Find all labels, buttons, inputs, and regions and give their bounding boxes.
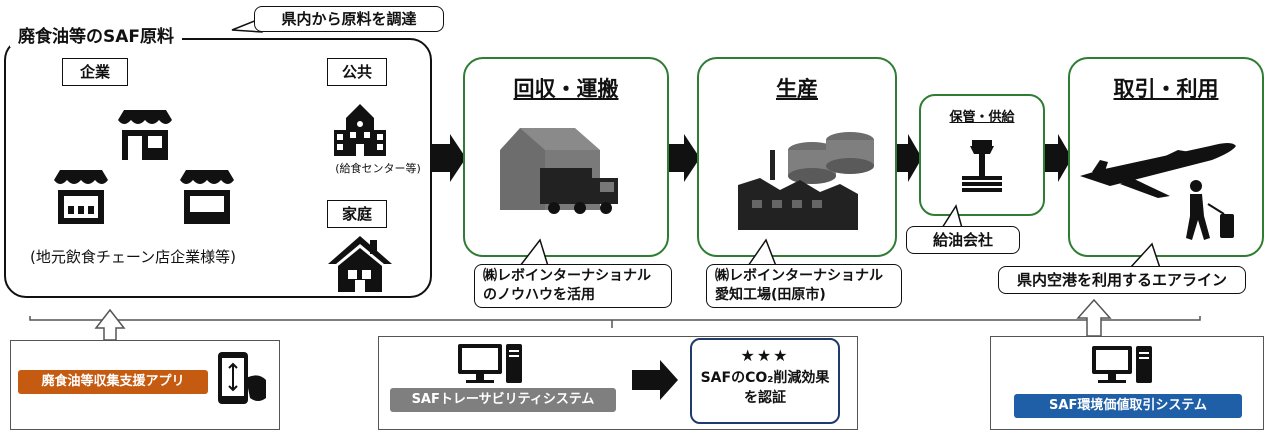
- certification-line1: SAFのCO₂削減効果: [700, 370, 830, 386]
- trading-system-label: SAF環境価値取引システム: [1014, 394, 1242, 418]
- public-note: (給食センター等): [335, 162, 421, 175]
- arrow-icon: [432, 134, 466, 182]
- arrow-icon: [896, 134, 922, 182]
- usage-stage-title: 取引・利用: [1113, 77, 1219, 101]
- school-icon: [334, 104, 386, 156]
- storage-stage-title: 保管・供給: [949, 110, 1015, 125]
- co2-certification-box: ★★★ SAFのCO₂削減効果 を認証: [690, 338, 840, 424]
- production-callout-line1: ㈱レボインターナショナル: [715, 268, 883, 284]
- collection-callout-line2: のノウハウを活用: [483, 287, 595, 303]
- raw-material-box: [4, 38, 432, 298]
- production-callout-line2: 愛知工場(田原市): [715, 287, 826, 303]
- airline-callout: 県内空港を利用するエアライン: [998, 266, 1246, 294]
- enterprise-tag: 企業: [62, 58, 128, 86]
- production-stage-title: 生産: [776, 77, 818, 101]
- app-system-label: 廃食油等収集支援アプリ: [18, 370, 208, 394]
- certification-line2: を認証: [744, 390, 786, 406]
- certification-stars: ★★★: [740, 346, 790, 365]
- arrow-icon: [668, 134, 700, 182]
- local-sourcing-callout: 県内から原料を調達: [254, 6, 444, 32]
- production-callout: ㈱レボインターナショナル 愛知工場(田原市): [706, 264, 902, 308]
- up-arrow-icon: [1076, 298, 1112, 337]
- up-arrow-icon: [94, 308, 126, 341]
- collection-stage-title: 回収・運搬: [513, 77, 619, 101]
- raw-material-title: 廃食油等のSAF原料: [10, 22, 183, 47]
- house-icon: [328, 236, 392, 292]
- public-tag: 公共: [327, 58, 387, 86]
- collection-callout: ㈱レボインターナショナル のノウハウを活用: [474, 264, 672, 308]
- household-tag: 家庭: [327, 200, 387, 228]
- shop-icon: [118, 110, 172, 160]
- traceability-system-label: SAFトレーサビリティシステム: [390, 388, 616, 412]
- arrow-icon: [1045, 134, 1072, 182]
- enterprise-note: (地元飲食チェーン店企業様等): [30, 248, 236, 266]
- shop-icon: [180, 170, 234, 224]
- collection-callout-line1: ㈱レボインターナショナル: [483, 268, 651, 284]
- fuel-company-callout: 給油会社: [906, 226, 1020, 254]
- shop-icon: [54, 170, 108, 224]
